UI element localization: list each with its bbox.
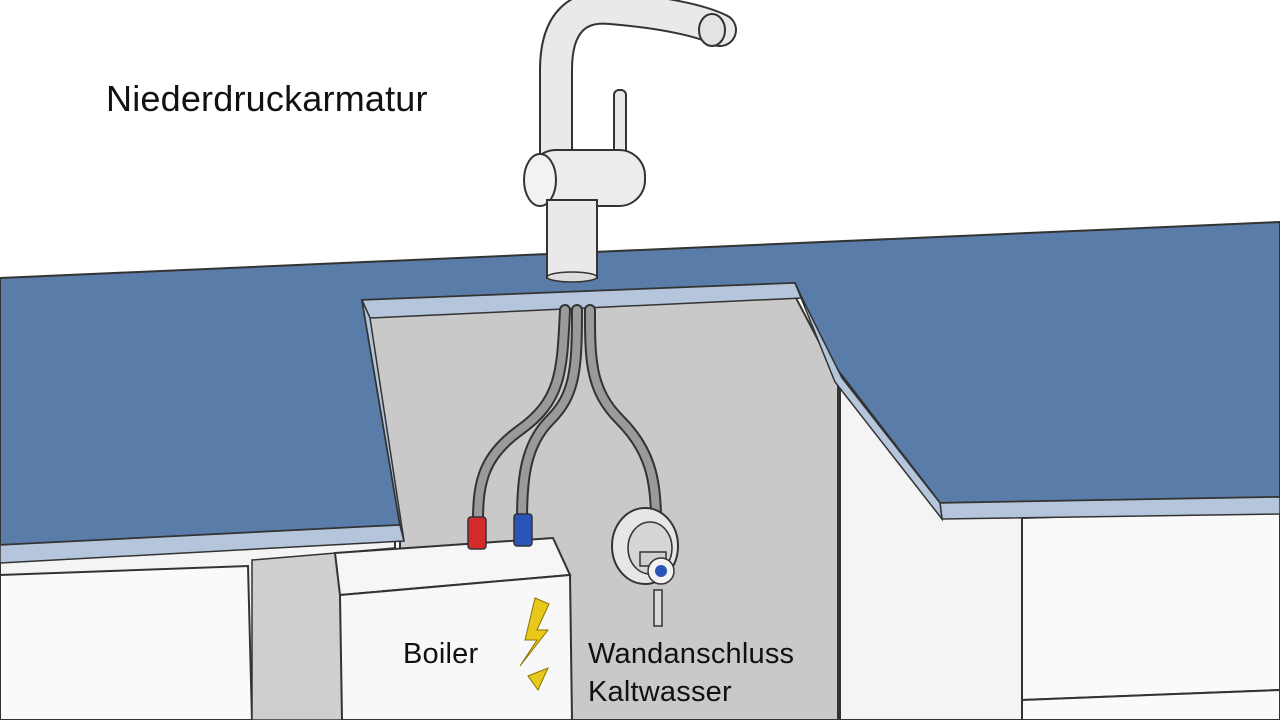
boiler	[333, 513, 574, 720]
wall-connection-label-line1: Wandanschluss	[588, 638, 795, 670]
left-cabinet-door	[0, 564, 254, 720]
right-cabinet-drawer-upper	[1021, 508, 1280, 702]
supply-hoses	[472, 304, 662, 526]
wall-valve	[611, 507, 679, 627]
cold-water-connector	[513, 513, 533, 547]
countertop	[0, 220, 1280, 564]
lightning-bolt-icon	[519, 597, 550, 667]
right-cabinet-drawer-lower	[1021, 688, 1280, 720]
wall-connection-label-line2: Kaltwasser	[588, 676, 732, 708]
hot-water-connector	[467, 516, 487, 550]
boiler-label: Boiler	[403, 638, 479, 670]
faucet	[523, 0, 737, 283]
faucet-label: Niederdruckarmatur	[106, 78, 428, 119]
faucet-base	[546, 199, 598, 279]
right-cabinet	[839, 376, 1280, 720]
